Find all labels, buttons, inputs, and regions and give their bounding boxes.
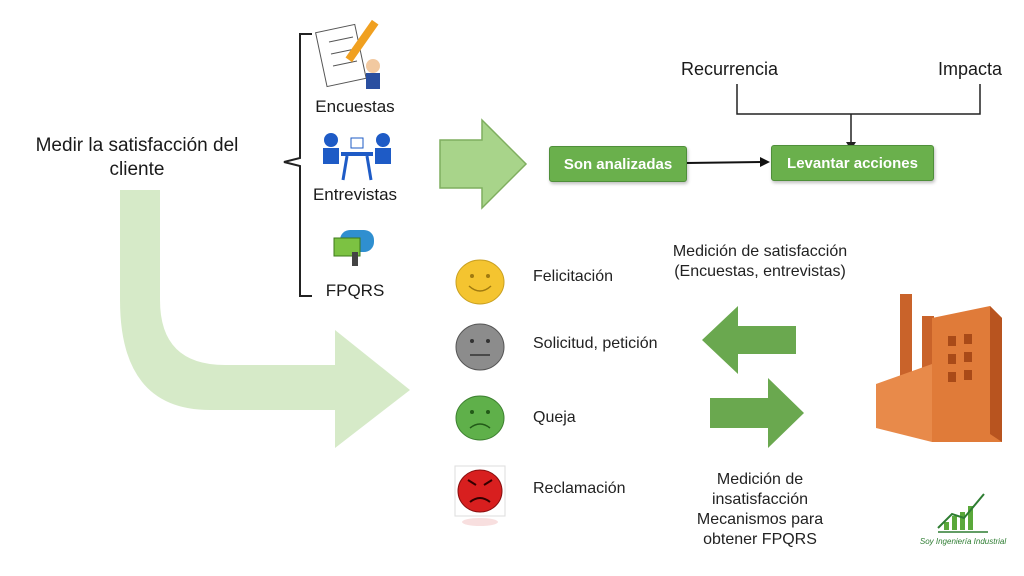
- factor-recurrencia: Recurrencia: [681, 59, 779, 79]
- left-arrow: [702, 306, 796, 374]
- main-concept: Medir la satisfacción del cliente: [35, 135, 239, 180]
- right-arrow: [710, 378, 804, 448]
- dissatisfaction-note: Medición de insatisfacción Mecanismos pa…: [680, 470, 840, 550]
- right-arrow-large: [439, 118, 528, 210]
- box-son-analizadas: Son analizadas: [549, 146, 687, 182]
- dissatisfaction-note-line2: insatisfacción: [711, 491, 809, 508]
- satisfaction-note-line2: (Encuestas, entrevistas): [674, 263, 846, 280]
- survey-icon: [315, 19, 380, 89]
- method-encuestas: Encuestas: [315, 97, 395, 116]
- dissatisfaction-note-line1: Medición de: [716, 471, 804, 488]
- dissatisfaction-note-line3: Mecanismos para: [696, 511, 824, 528]
- factor-impacta: Impacta: [938, 59, 1003, 79]
- neutral-face-icon: [455, 323, 505, 371]
- feedback-solicitud: Solicitud, petición: [533, 335, 658, 352]
- dissatisfaction-note-line4: obtener FPQRS: [703, 531, 817, 548]
- method-fpqrs: FPQRS: [325, 281, 385, 300]
- satisfaction-note-line1: Medición de satisfacción: [672, 243, 848, 260]
- satisfaction-note: Medición de satisfacción (Encuestas, ent…: [660, 242, 860, 282]
- feedback-queja: Queja: [533, 409, 576, 426]
- happy-face-icon: [455, 259, 505, 305]
- method-entrevistas: Entrevistas: [312, 185, 398, 204]
- mailbox-icon: [333, 230, 374, 266]
- angry-face-icon: [454, 465, 506, 526]
- box-levantar-acciones: Levantar acciones: [771, 145, 934, 181]
- sad-face-icon: [455, 395, 505, 441]
- logo-text: Soy Ingeniería Industrial: [919, 537, 1007, 546]
- feedback-felicitacion: Felicitación: [533, 268, 614, 285]
- feedback-reclamacion: Reclamación: [533, 480, 626, 497]
- interview-icon: [323, 133, 391, 181]
- logo-chart-icon: [937, 493, 988, 533]
- factory-icon: [876, 294, 1002, 442]
